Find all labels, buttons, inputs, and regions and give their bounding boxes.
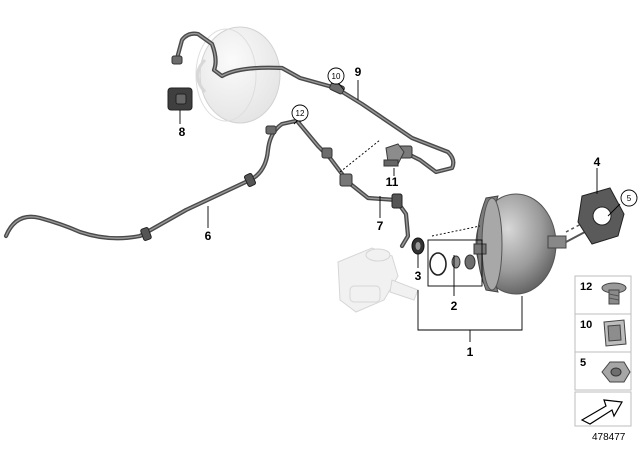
callout-11: 11 bbox=[386, 175, 399, 189]
clip-nut-icon bbox=[603, 319, 627, 347]
callout-12: 12 bbox=[291, 104, 309, 122]
ghost-master-cylinder bbox=[337, 247, 419, 313]
direction-arrow-icon bbox=[580, 399, 623, 425]
callout-3: 3 bbox=[415, 269, 422, 283]
callout-9: 9 bbox=[355, 65, 362, 79]
callout-1: 1 bbox=[467, 345, 474, 359]
callout-4: 4 bbox=[594, 155, 601, 169]
svg-text:12: 12 bbox=[296, 109, 305, 118]
ghost-brake-booster-top bbox=[195, 26, 281, 124]
gasket-4 bbox=[577, 187, 625, 245]
callout-7: 7 bbox=[377, 219, 384, 233]
svg-text:5: 5 bbox=[627, 194, 632, 203]
svg-text:10: 10 bbox=[580, 319, 592, 331]
callout-8: 8 bbox=[179, 125, 186, 139]
svg-text:12: 12 bbox=[580, 281, 592, 293]
vacuum-line-7 bbox=[295, 119, 411, 249]
bolt-icon bbox=[601, 282, 627, 305]
legend-arrow-box bbox=[574, 391, 632, 427]
check-valve-11 bbox=[383, 143, 405, 167]
brake-booster bbox=[473, 193, 601, 295]
diagram-id: 478477 bbox=[592, 432, 626, 443]
legend-panel: 12 10 5 bbox=[574, 275, 632, 427]
seal-ring-3 bbox=[411, 237, 425, 255]
svg-text:10: 10 bbox=[332, 72, 341, 81]
svg-text:5: 5 bbox=[580, 357, 586, 369]
callout-2: 2 bbox=[451, 299, 458, 313]
callout-10: 10 bbox=[327, 67, 345, 85]
legend-item-hex-nut: 5 bbox=[574, 351, 632, 391]
callout-5: 5 bbox=[620, 189, 638, 207]
leader-lines bbox=[179, 79, 621, 342]
legend-item-clip-nut: 10 bbox=[574, 313, 632, 353]
callout-6: 6 bbox=[205, 229, 212, 243]
vacuum-line-6 bbox=[3, 117, 303, 241]
grommet-8 bbox=[167, 87, 193, 111]
legend-item-bolt: 12 bbox=[574, 275, 632, 315]
hex-nut-icon bbox=[601, 361, 631, 383]
